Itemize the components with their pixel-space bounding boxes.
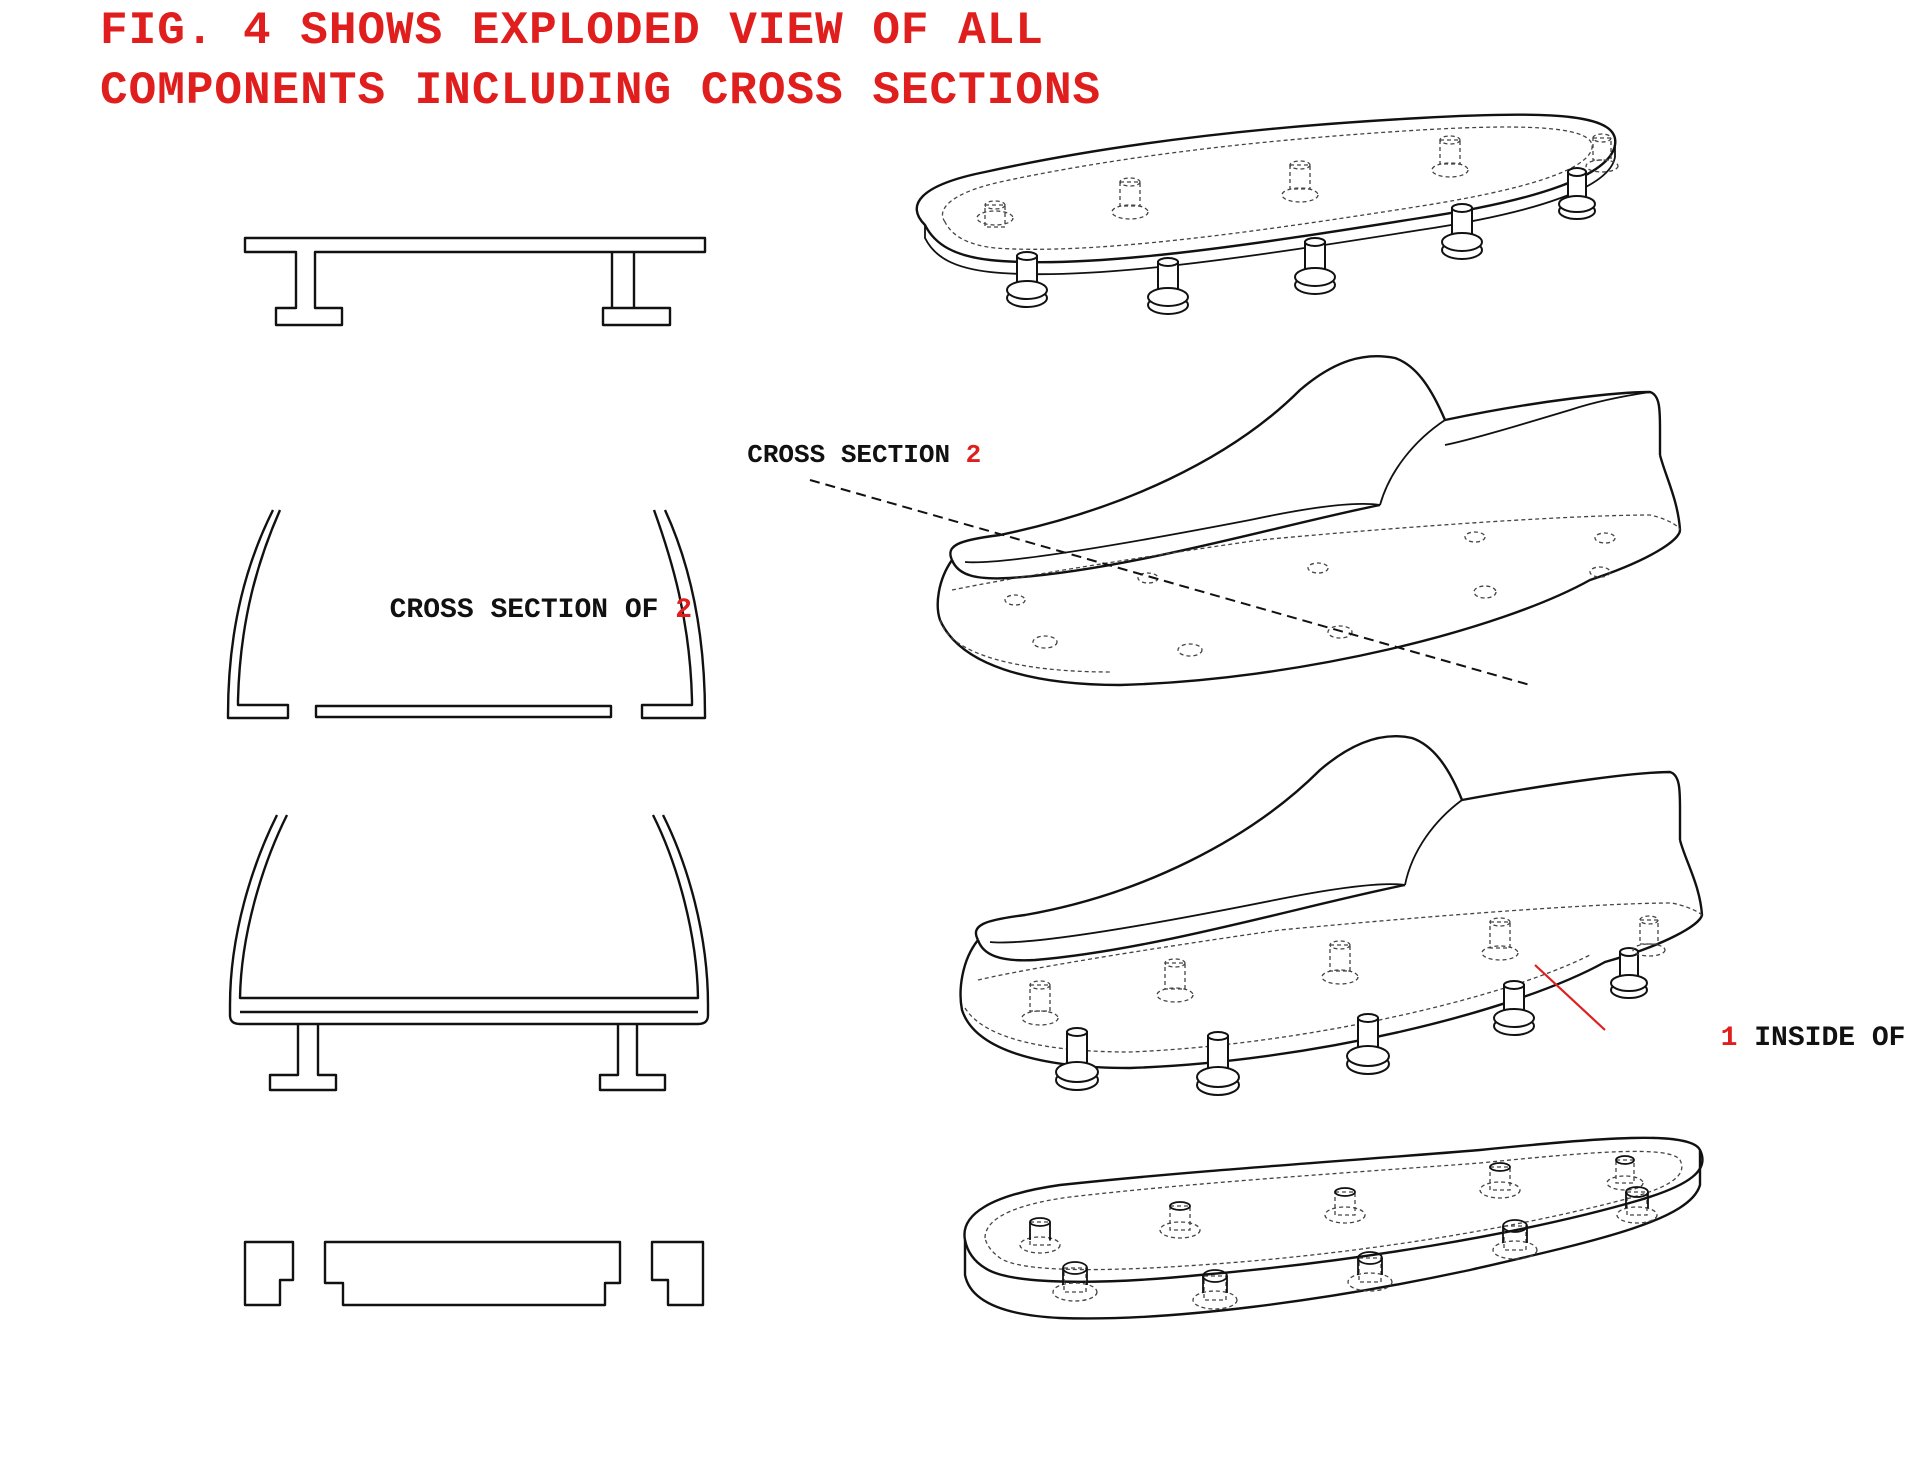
outsole-peg-tops — [1029, 1155, 1649, 1293]
cross-section-of-2-label: CROSS SECTION OF 2 — [272, 595, 776, 626]
figure-title-line-1: FIG. 4 SHOWS EXPLODED VIEW OF ALL — [100, 5, 1044, 57]
insole-peg-row-hidden — [976, 133, 1619, 228]
cross-section-outsole — [243, 1240, 705, 1307]
inside-leader-line — [1534, 964, 1606, 1031]
inside-of-label: 1 INSIDE OF 2 — [1603, 1023, 1920, 1054]
cross-section-upper-shell — [226, 509, 707, 720]
cross-section-assembled — [228, 814, 710, 1092]
cross-section-cut-line — [809, 479, 1531, 686]
assembled-peg-row — [1055, 947, 1648, 1096]
cross-section-2-label: CROSS SECTION 2 — [638, 440, 1059, 470]
exploded-upper-shell — [936, 354, 1682, 687]
cross-section-insole-plate — [243, 236, 707, 327]
insole-peg-row-lower — [1006, 167, 1596, 315]
assembled-peg-row-hidden — [1021, 915, 1666, 1026]
exploded-insole-plate — [915, 113, 1617, 276]
exploded-outsole — [963, 1136, 1704, 1320]
exploded-assembled-upper — [959, 734, 1704, 1070]
figure-title-line-2: COMPONENTS INCLUDING CROSS SECTIONS — [100, 65, 1102, 117]
